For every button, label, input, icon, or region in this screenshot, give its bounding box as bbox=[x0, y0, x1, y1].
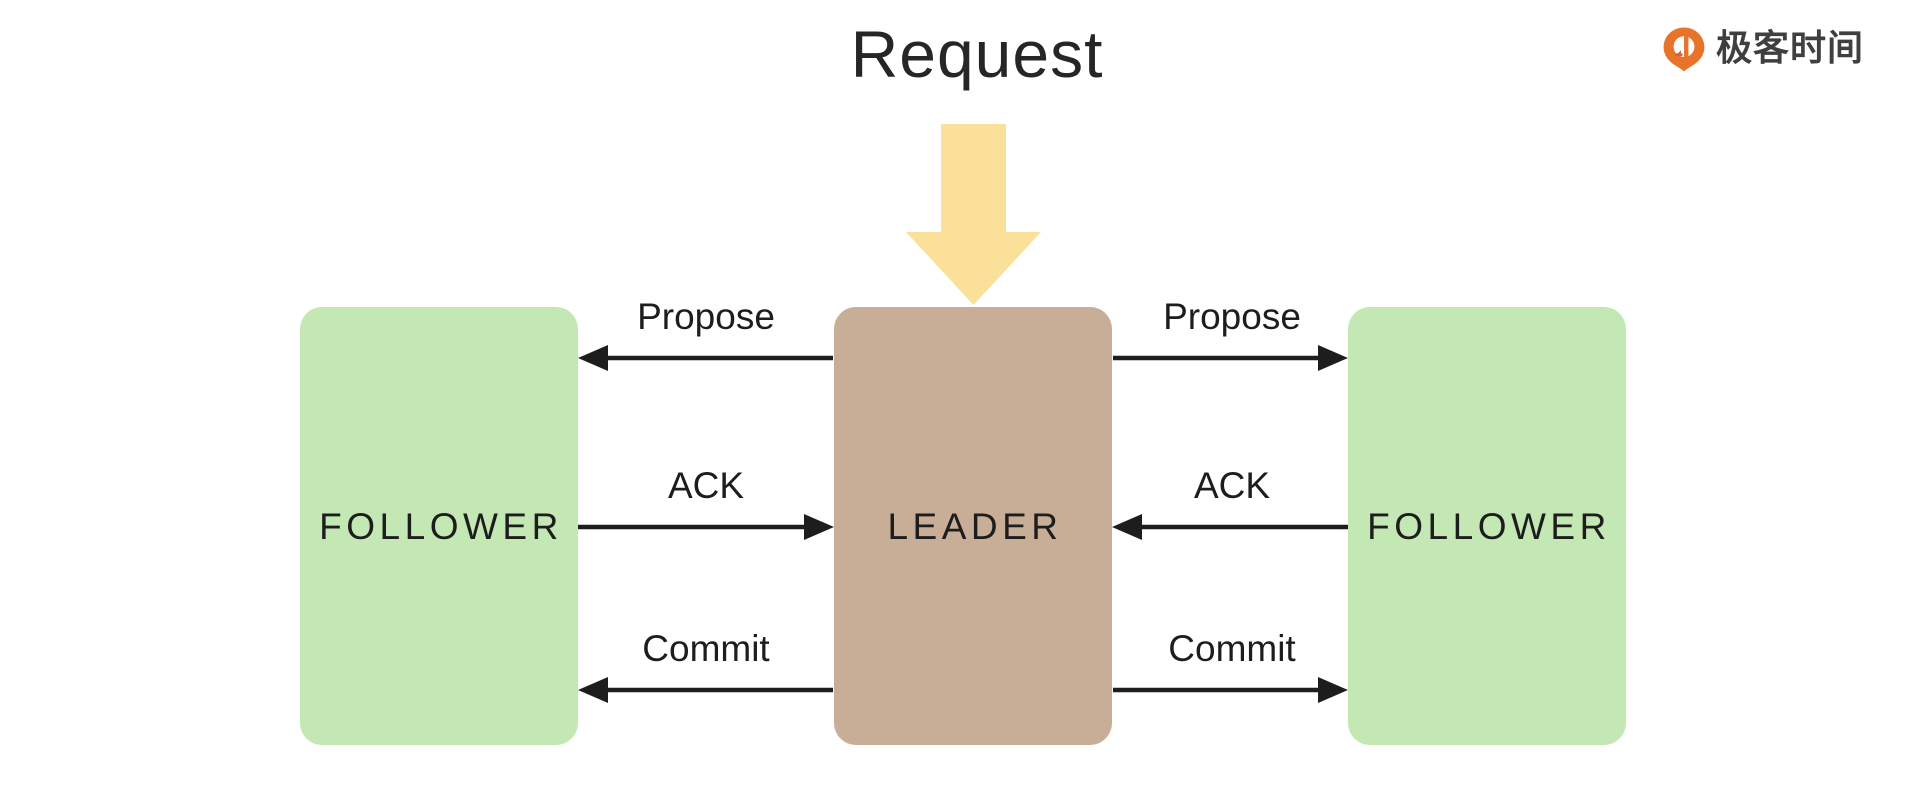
node-label-follower-right: FOLLOWER bbox=[1367, 506, 1611, 547]
edge-ack-right[interactable]: ACK bbox=[1112, 465, 1348, 540]
geek-time-logo-icon bbox=[1663, 27, 1705, 72]
edge-propose-left[interactable]: Propose bbox=[578, 296, 833, 371]
brand-name: 极客时间 bbox=[1715, 28, 1864, 69]
edge-label-commit-right: Commit bbox=[1168, 628, 1296, 669]
node-label-leader: LEADER bbox=[887, 506, 1062, 547]
node-follower-right[interactable]: FOLLOWER bbox=[1348, 307, 1626, 745]
edge-label-commit-left: Commit bbox=[642, 628, 770, 669]
edge-commit-right[interactable]: Commit bbox=[1113, 628, 1348, 703]
request-down-arrow-icon bbox=[906, 124, 1041, 305]
edge-label-propose-left: Propose bbox=[637, 296, 775, 337]
edge-propose-right[interactable]: Propose bbox=[1113, 296, 1348, 371]
brand-logo: 极客时间 bbox=[1661, 26, 1864, 72]
edge-label-propose-right: Propose bbox=[1163, 296, 1301, 337]
edge-label-ack-left: ACK bbox=[668, 465, 744, 506]
edge-ack-left[interactable]: ACK bbox=[578, 465, 834, 540]
page-title: Request bbox=[850, 17, 1104, 91]
edge-commit-left[interactable]: Commit bbox=[578, 628, 833, 703]
node-leader[interactable]: LEADER bbox=[834, 307, 1112, 745]
node-follower-left[interactable]: FOLLOWER bbox=[300, 307, 578, 745]
node-label-follower-left: FOLLOWER bbox=[319, 506, 563, 547]
edge-label-ack-right: ACK bbox=[1194, 465, 1270, 506]
